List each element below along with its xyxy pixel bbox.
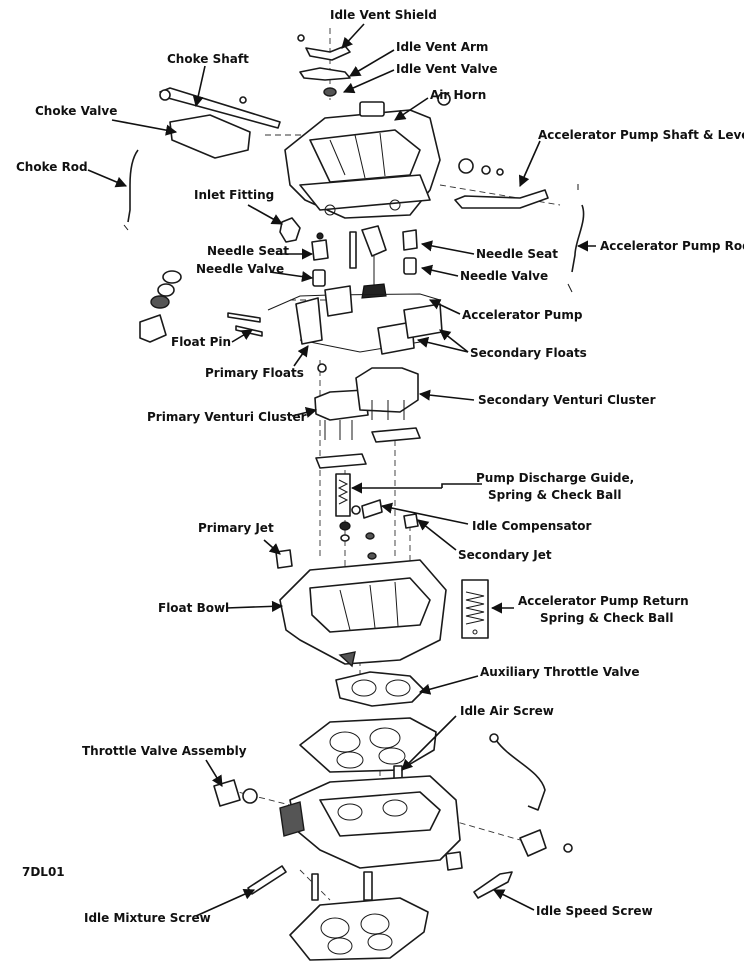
needle-valve-right-part xyxy=(403,257,417,275)
label-idle-vent-shield: Idle Vent Shield xyxy=(330,8,437,22)
pump-discharge-guide-part xyxy=(335,473,351,517)
label-choke-shaft: Choke Shaft xyxy=(167,52,249,66)
label-idle-vent-arm: Idle Vent Arm xyxy=(396,40,488,54)
idle-vent-valve-part xyxy=(323,87,337,97)
secondary-jet-part xyxy=(403,513,419,529)
label-idle-compensator: Idle Compensator xyxy=(472,519,592,533)
upper-gasket-part xyxy=(299,717,437,773)
diagram-code: 7DL01 xyxy=(22,865,65,879)
label-accel-return-line2: Spring & Check Ball xyxy=(540,611,673,625)
label-idle-mixture-screw: Idle Mixture Screw xyxy=(84,911,211,925)
choke-rod-part xyxy=(123,149,139,231)
base-gasket-part xyxy=(289,871,429,961)
choke-shaft-part xyxy=(159,87,281,129)
idle-vent-shield-part xyxy=(297,34,351,61)
label-needle-seat-right: Needle Seat xyxy=(476,247,558,261)
float-bowl-part xyxy=(279,559,447,668)
label-accel-return-line1: Accelerator Pump Return xyxy=(518,594,689,608)
needle-valve-left-part xyxy=(312,269,326,287)
label-needle-valve-right: Needle Valve xyxy=(460,269,548,283)
label-accelerator-pump: Accelerator Pump xyxy=(462,308,583,322)
air-horn-part xyxy=(284,92,451,219)
leader-lines xyxy=(87,23,596,917)
label-secondary-jet: Secondary Jet xyxy=(458,548,552,562)
label-float-pin: Float Pin xyxy=(171,335,231,349)
label-accelerator-pump-shaft-lever: Accelerator Pump Shaft & Lever xyxy=(538,128,744,142)
label-auxiliary-throttle-valve: Auxiliary Throttle Valve xyxy=(480,665,640,679)
choke-valve-part xyxy=(169,114,251,159)
label-secondary-venturi-cluster: Secondary Venturi Cluster xyxy=(478,393,656,407)
label-idle-vent-valve: Idle Vent Valve xyxy=(396,62,498,76)
accelerator-pump-shaft-lever-part xyxy=(454,158,549,209)
label-pump-discharge-line2: Spring & Check Ball xyxy=(488,488,621,502)
label-choke-valve: Choke Valve xyxy=(35,104,117,118)
label-throttle-valve-assembly: Throttle Valve Assembly xyxy=(82,744,247,758)
label-idle-speed-screw: Idle Speed Screw xyxy=(536,904,653,918)
throttle-body-part xyxy=(279,775,463,871)
label-needle-valve-left: Needle Valve xyxy=(196,262,284,276)
auxiliary-throttle-valve-part xyxy=(335,671,425,707)
accelerator-pump-rod-part xyxy=(567,184,585,293)
secondary-venturi-cluster-part xyxy=(355,367,421,443)
label-accelerator-pump-rod: Accelerator Pump Rod xyxy=(600,239,744,253)
float-pin-part xyxy=(227,312,263,337)
drawing-parts xyxy=(123,28,585,961)
needle-seat-right-part xyxy=(402,229,418,251)
accelerator-pump-part xyxy=(349,225,387,299)
label-primary-jet: Primary Jet xyxy=(198,521,274,535)
needle-seat-left-part xyxy=(311,232,329,261)
throttle-rod-part xyxy=(489,733,573,857)
accelerator-pump-return-spring-part xyxy=(461,579,489,639)
inlet-fitting-part xyxy=(139,217,301,343)
label-primary-floats: Primary Floats xyxy=(205,366,304,380)
small-parts-column xyxy=(339,521,377,560)
label-primary-venturi-cluster: Primary Venturi Cluster xyxy=(147,410,307,424)
primary-venturi-cluster-part xyxy=(314,363,369,469)
idle-speed-screw-part xyxy=(473,871,513,899)
floats-part xyxy=(267,285,443,355)
label-needle-seat-left: Needle Seat xyxy=(207,244,289,258)
label-inlet-fitting: Inlet Fitting xyxy=(194,188,274,202)
idle-vent-arm-part xyxy=(299,67,351,81)
label-secondary-floats: Secondary Floats xyxy=(470,346,587,360)
idle-compensator-part xyxy=(351,499,383,519)
labels: Idle Vent Shield Idle Vent Arm Idle Vent… xyxy=(16,8,744,925)
label-air-horn: Air Horn xyxy=(430,88,486,102)
label-choke-rod: Choke Rod xyxy=(16,160,88,174)
label-float-bowl: Float Bowl xyxy=(158,601,229,615)
label-idle-air-screw: Idle Air Screw xyxy=(460,704,554,718)
label-pump-discharge-line1: Pump Discharge Guide, xyxy=(476,471,634,485)
